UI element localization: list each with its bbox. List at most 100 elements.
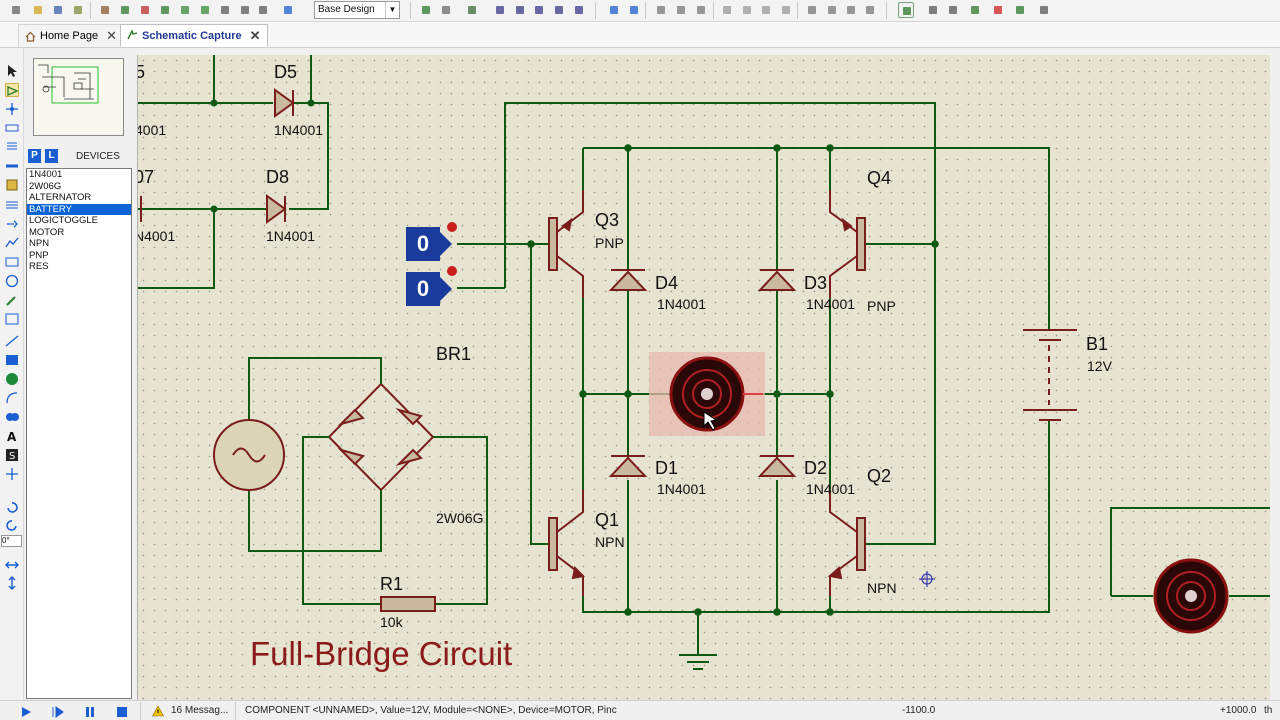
- new-file-icon[interactable]: [8, 2, 24, 18]
- close-icon[interactable]: ✕: [106, 28, 117, 43]
- buses-icon[interactable]: [5, 159, 19, 173]
- vertical-scrollbar[interactable]: [1270, 55, 1280, 700]
- stop-icon[interactable]: [116, 706, 128, 718]
- wire-label-icon[interactable]: [5, 121, 19, 135]
- warning-icon[interactable]: [152, 705, 164, 717]
- rotate-anticlockwise-icon[interactable]: [5, 518, 19, 532]
- zoom-all-icon[interactable]: [551, 2, 567, 18]
- voltage-probe-icon[interactable]: [5, 293, 19, 307]
- gerber-icon[interactable]: [157, 2, 173, 18]
- path-tool-icon[interactable]: [5, 410, 19, 424]
- line-tool-icon[interactable]: [5, 334, 19, 348]
- logic-toggle-2[interactable]: 0: [406, 272, 452, 306]
- virtual-instruments-icon[interactable]: [5, 312, 19, 326]
- schematic-canvas[interactable]: 0 0 D5 1N4001 D8 1N4001 5 4001 07 N4001 …: [137, 55, 1278, 700]
- device-item[interactable]: ALTERNATOR: [29, 192, 92, 203]
- pick-devices-button[interactable]: P: [28, 149, 41, 163]
- close-icon[interactable]: ✕: [249, 27, 261, 43]
- device-item[interactable]: 2W06G: [29, 180, 62, 192]
- paste-icon[interactable]: [693, 2, 709, 18]
- tape-recorder-icon[interactable]: [5, 255, 19, 269]
- selection-mode-icon[interactable]: [5, 64, 19, 78]
- refresh-icon[interactable]: [418, 2, 434, 18]
- 3d-view-icon[interactable]: [177, 2, 193, 18]
- tab-schematic-capture[interactable]: Schematic Capture ✕: [120, 24, 268, 47]
- device-item[interactable]: PNP: [29, 249, 49, 261]
- graph-mode-icon[interactable]: [5, 236, 19, 250]
- remove-sheet-icon[interactable]: [990, 2, 1006, 18]
- text-script-icon[interactable]: [5, 140, 19, 154]
- device-item[interactable]: 1N4001: [29, 169, 63, 180]
- flip-vertical-icon[interactable]: [5, 576, 19, 590]
- grid-icon[interactable]: [438, 2, 454, 18]
- device-list[interactable]: 1N4001 2W06G ALTERNATOR BATTERY LOGICTOG…: [26, 168, 132, 699]
- netlist-icon[interactable]: [1036, 2, 1052, 18]
- open-file-icon[interactable]: [30, 2, 46, 18]
- overview-window[interactable]: [33, 58, 124, 136]
- toolbar-separator: [886, 2, 887, 19]
- device-item[interactable]: NPN: [29, 238, 50, 249]
- step-icon[interactable]: [52, 706, 64, 718]
- save-icon[interactable]: [50, 2, 66, 18]
- logic-toggle-value: 0: [416, 276, 430, 301]
- design-variant-select[interactable]: Base Design ▼: [314, 1, 400, 19]
- zoom-out-icon[interactable]: [531, 2, 547, 18]
- import-icon[interactable]: [70, 2, 86, 18]
- junction-dot-icon[interactable]: [5, 102, 19, 116]
- device-pins-icon[interactable]: [5, 217, 19, 231]
- report-icon[interactable]: [255, 2, 271, 18]
- block-rotate-icon[interactable]: [758, 2, 774, 18]
- device-item[interactable]: RES: [29, 261, 49, 272]
- device-item[interactable]: MOTOR: [29, 226, 65, 238]
- zoom-in-icon[interactable]: [512, 2, 528, 18]
- search-tag-icon[interactable]: [925, 2, 941, 18]
- redo-icon[interactable]: [626, 2, 642, 18]
- cut-icon[interactable]: [653, 2, 669, 18]
- subcircuit-icon[interactable]: [5, 178, 19, 192]
- new-sheet-icon[interactable]: [967, 2, 983, 18]
- generator-icon[interactable]: [5, 274, 19, 288]
- text-tool-icon[interactable]: A: [5, 429, 19, 443]
- zoom-area-icon[interactable]: [571, 2, 587, 18]
- marker-tool-icon[interactable]: [5, 467, 19, 481]
- logic-toggle-1[interactable]: 0: [406, 227, 452, 261]
- symbol-tool-icon[interactable]: S: [5, 448, 19, 462]
- device-item-selected[interactable]: BATTERY: [27, 203, 131, 215]
- pick-device-icon[interactable]: [804, 2, 820, 18]
- origin-icon[interactable]: [464, 2, 480, 18]
- terminals-icon[interactable]: [5, 198, 19, 212]
- play-icon[interactable]: [20, 706, 32, 718]
- flip-horizontal-icon[interactable]: [5, 558, 19, 572]
- undo-icon[interactable]: [606, 2, 622, 18]
- block-move-icon[interactable]: [739, 2, 755, 18]
- packaging-tool-icon[interactable]: [843, 2, 859, 18]
- home-icon[interactable]: [97, 2, 113, 18]
- copy-icon[interactable]: [673, 2, 689, 18]
- messages-count[interactable]: 16 Messag...: [171, 705, 229, 716]
- component-mode-icon[interactable]: [5, 83, 19, 97]
- pan-icon[interactable]: [492, 2, 508, 18]
- wire-autorouter-icon[interactable]: [898, 2, 914, 18]
- rotate-clockwise-icon[interactable]: [5, 500, 19, 514]
- device-item[interactable]: LOGICTOGGLE: [29, 215, 98, 226]
- block-copy-icon[interactable]: [719, 2, 735, 18]
- rotation-angle-field[interactable]: 0°: [1, 535, 22, 547]
- arc-tool-icon[interactable]: [5, 391, 19, 405]
- decompose-icon[interactable]: [862, 2, 878, 18]
- design-explorer-icon[interactable]: [237, 2, 253, 18]
- property-tool-icon[interactable]: [945, 2, 961, 18]
- pcb-icon[interactable]: [137, 2, 153, 18]
- circle-tool-icon[interactable]: [5, 372, 19, 386]
- library-manager-button[interactable]: L: [45, 149, 58, 163]
- exit-to-parent-icon[interactable]: [1012, 2, 1028, 18]
- tab-home-page[interactable]: Home Page ✕: [18, 24, 124, 47]
- q2-value-label: NPN: [867, 580, 897, 596]
- pause-icon[interactable]: [84, 706, 96, 718]
- block-delete-icon[interactable]: [778, 2, 794, 18]
- source-code-icon[interactable]: [217, 2, 233, 18]
- bom-icon[interactable]: [197, 2, 213, 18]
- schematic-icon[interactable]: [117, 2, 133, 18]
- make-device-icon[interactable]: [824, 2, 840, 18]
- help-icon[interactable]: [280, 2, 296, 18]
- box-tool-icon[interactable]: [5, 353, 19, 367]
